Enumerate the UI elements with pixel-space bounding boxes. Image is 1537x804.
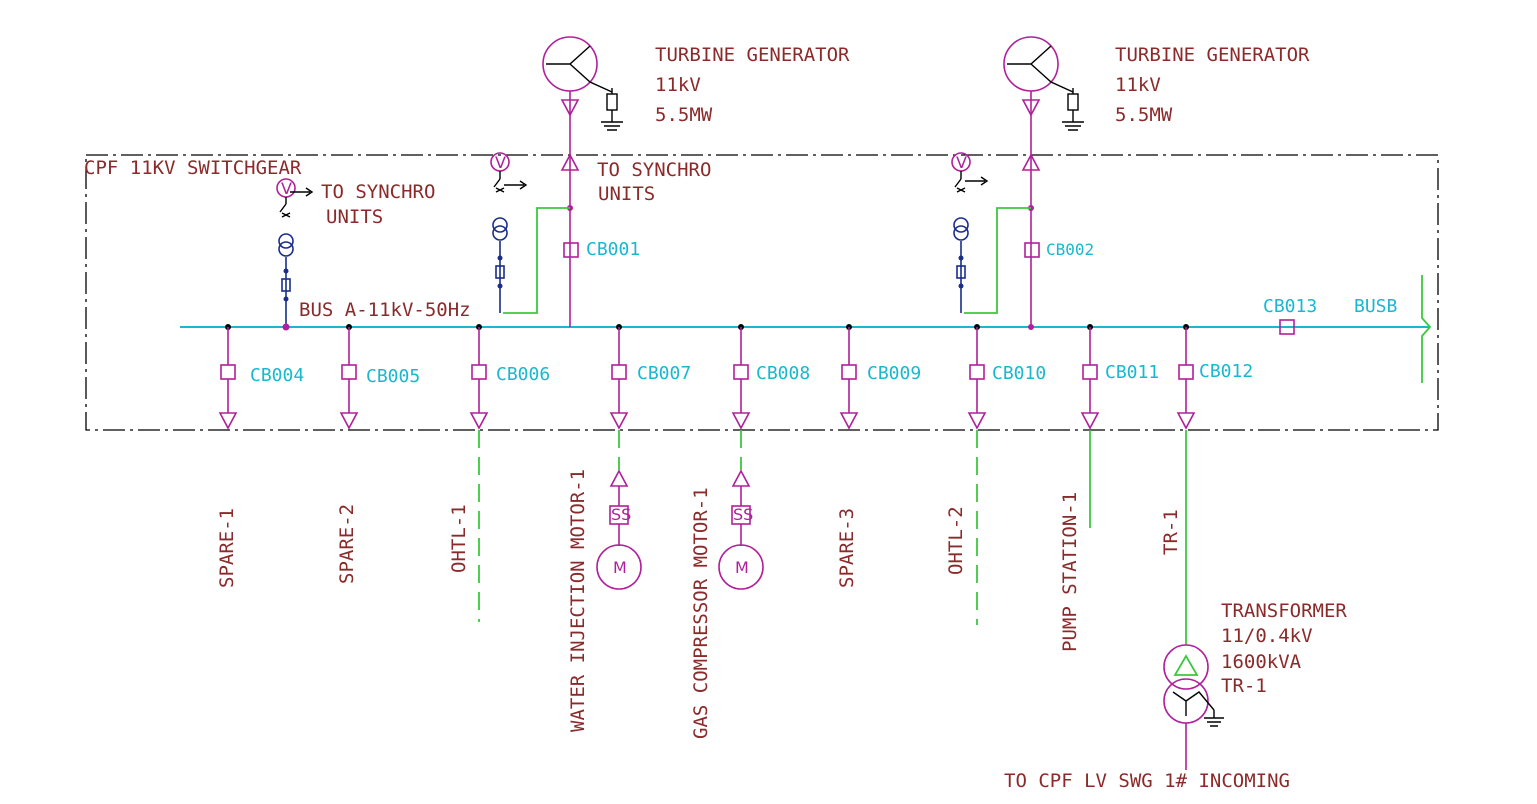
cb008-label: CB008 (756, 363, 810, 384)
cb006-label: CB006 (496, 364, 550, 385)
motor-2-symbol: M (735, 558, 749, 577)
generator-right: TURBINE GENERATOR 11kV 5.5MW CB002 (964, 36, 1310, 330)
synchro-left-line2: UNITS (326, 206, 383, 228)
switchgear-boundary (85, 154, 1439, 431)
feeder-cb006: CB006 OHTL-1 (448, 324, 550, 622)
bus-coupler-label: CB013 (1263, 296, 1317, 317)
generator-right-voltage: 11kV (1115, 74, 1161, 96)
spare-3-label: SPARE-3 (836, 508, 858, 588)
cb007-label: CB007 (637, 363, 691, 384)
feeder-cb007: SS M CB007 WATER INJECTION MOTOR-1 (567, 324, 691, 732)
synchro-right-line1: TO SYNCHRO (597, 159, 711, 181)
feeder-cb012: CB012 TR-1 (1160, 324, 1253, 645)
generator-left: TURBINE GENERATOR 11kV 5.5MW CB001 (503, 36, 850, 327)
motor-1-symbol: M (613, 558, 627, 577)
bus-coupler: CB013 BUSB (1263, 275, 1432, 383)
cb009-label: CB009 (867, 363, 921, 384)
bus-label: BUS A-11kV-50Hz (299, 299, 471, 321)
generator-right-power: 5.5MW (1115, 104, 1173, 126)
bus-vt-symbol: V (281, 179, 292, 198)
cb004-label: CB004 (250, 365, 304, 386)
transformer-title: TRANSFORMER (1221, 600, 1347, 622)
motor-2-soft-starter: SS (733, 505, 753, 524)
spare-2-label: SPARE-2 (336, 504, 358, 584)
transformer-ratio: 11/0.4kV (1221, 625, 1313, 647)
spare-1-label: SPARE-1 (216, 508, 238, 588)
bus-voltage-transformer: V TO SYNCHRO UNITS (276, 178, 435, 331)
feeder-cb005: CB005 SPARE-2 (336, 324, 420, 584)
lv-swg-destination: TO CPF LV SWG 1# INCOMING (1004, 770, 1290, 792)
water-injection-motor-label: WATER INJECTION MOTOR-1 (567, 469, 589, 732)
busb-label: BUSB (1354, 296, 1397, 317)
cb010-label: CB010 (992, 363, 1046, 384)
synchro-vt-right: V (951, 152, 989, 313)
ohtl-1-label: OHTL-1 (448, 504, 470, 573)
feeder-cb010: CB010 OHTL-2 (945, 324, 1046, 625)
transformer-tag: TR-1 (1221, 675, 1267, 697)
synchro-left-line1: TO SYNCHRO (321, 181, 435, 203)
gas-compressor-motor-label: GAS COMPRESSOR MOTOR-1 (690, 487, 712, 739)
generator-right-name: TURBINE GENERATOR (1115, 44, 1310, 66)
ohtl-2-label: OHTL-2 (945, 506, 967, 575)
cb001-label: CB001 (586, 239, 640, 260)
feeder-cb004: CB004 SPARE-1 (216, 324, 304, 588)
cb002-label: CB002 (1046, 240, 1094, 259)
synchro-right-line2: UNITS (598, 183, 655, 205)
pump-station-label: PUMP STATION-1 (1059, 492, 1081, 652)
generator-left-name: TURBINE GENERATOR (655, 44, 850, 66)
feeder-cb008: SS M CB008 GAS COMPRESSOR MOTOR-1 (690, 324, 810, 739)
tr-1-feeder-label: TR-1 (1160, 509, 1182, 555)
transformer-tr-1: TRANSFORMER 11/0.4kV 1600kVA TR-1 TO CPF… (1004, 600, 1347, 792)
generator-left-power: 5.5MW (655, 104, 713, 126)
synchro-vt-right-symbol: V (956, 153, 967, 172)
synchro-vt-left: V TO SYNCHRO UNITS (490, 152, 711, 313)
switchgear-title: CPF 11KV SWITCHGEAR (84, 157, 302, 179)
feeder-cb011: CB011 PUMP STATION-1 (1059, 324, 1159, 652)
cb005-label: CB005 (366, 366, 420, 387)
feeder-cb009: CB009 SPARE-3 (836, 324, 921, 588)
generator-left-voltage: 11kV (655, 74, 701, 96)
motor-1-soft-starter: SS (611, 505, 631, 524)
transformer-rating: 1600kVA (1221, 651, 1302, 673)
cb012-label: CB012 (1199, 361, 1253, 382)
synchro-vt-left-symbol: V (495, 153, 506, 172)
cb011-label: CB011 (1105, 362, 1159, 383)
